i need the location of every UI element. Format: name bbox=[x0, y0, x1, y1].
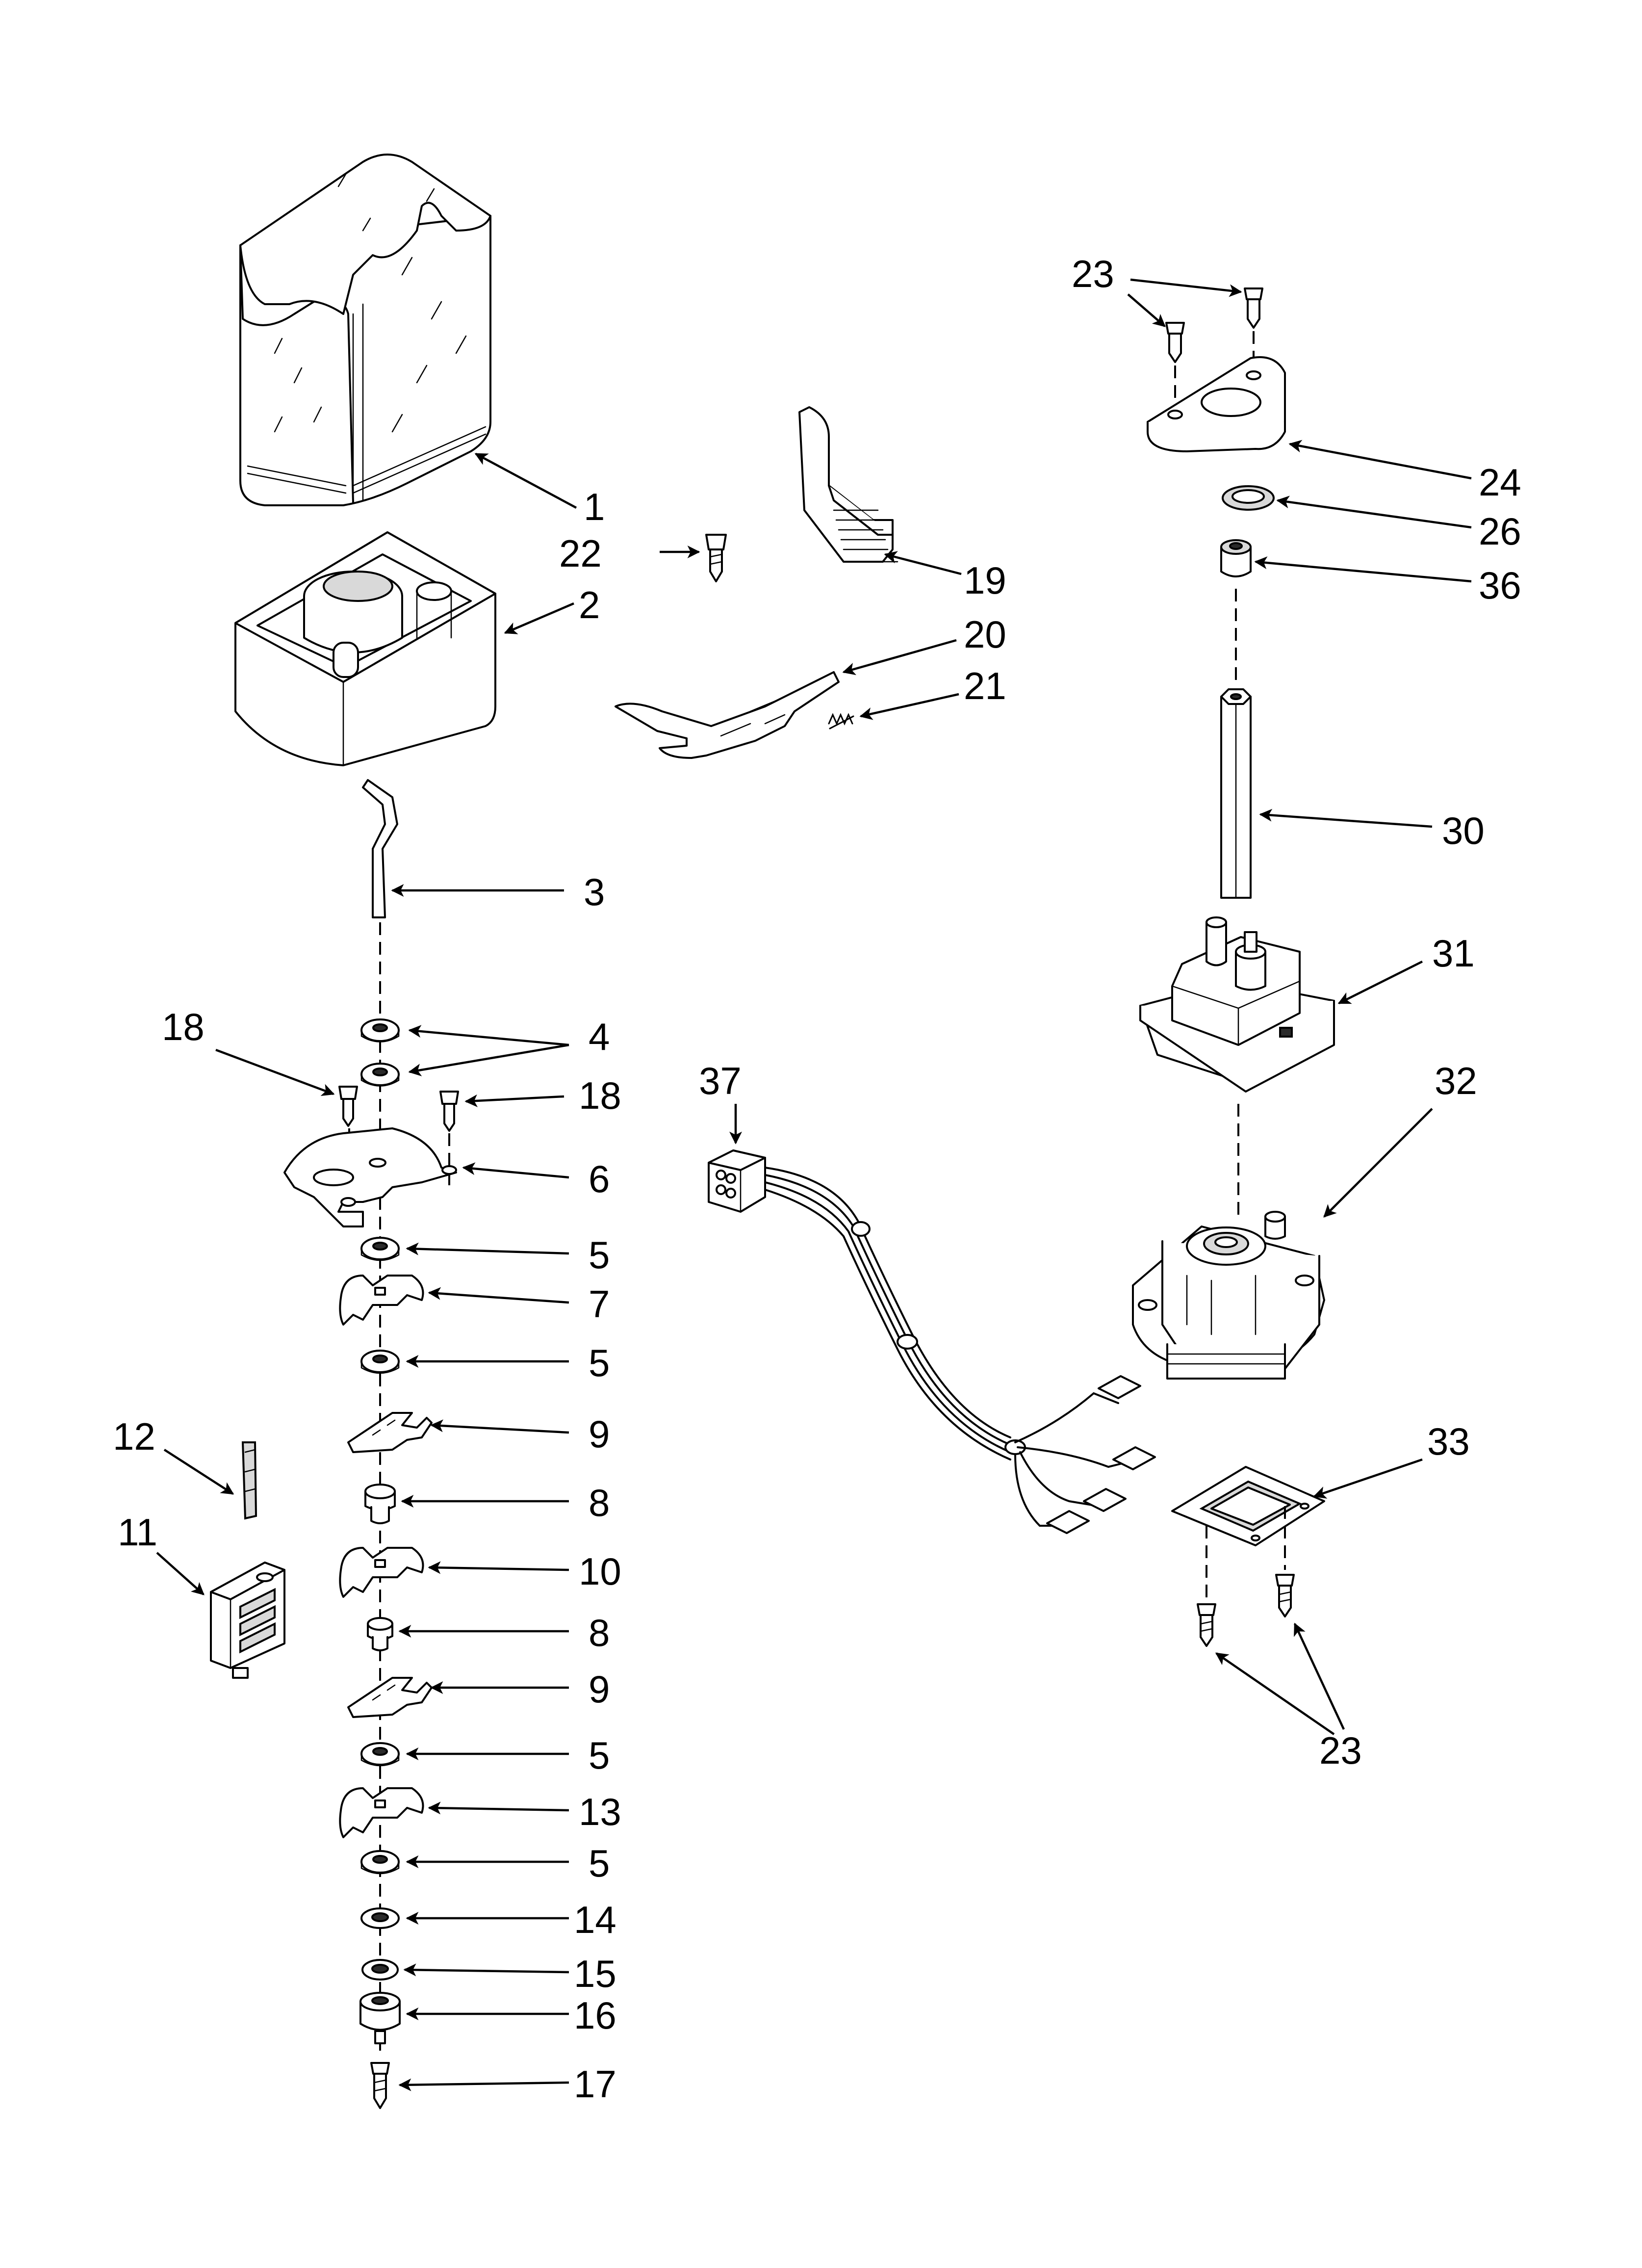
part-5-washer-a bbox=[360, 1237, 400, 1261]
part-37-wire-harness bbox=[708, 1149, 1156, 1534]
part-17-screw bbox=[370, 2062, 390, 2109]
callout-16: 16 bbox=[574, 1994, 616, 2037]
part-9-spring-plate-a bbox=[347, 1412, 433, 1453]
part-20-slide-arm bbox=[615, 671, 840, 759]
part-22-screw bbox=[705, 534, 727, 582]
part-6-mounting-plate bbox=[283, 1127, 457, 1227]
callout-15: 15 bbox=[574, 1952, 616, 1995]
part-33-gasket bbox=[1171, 1466, 1325, 1546]
callout-31: 31 bbox=[1432, 932, 1475, 975]
part-18-screw-right bbox=[439, 1091, 459, 1132]
part-30-shaft bbox=[1220, 688, 1252, 899]
part-32-motor bbox=[1132, 1211, 1325, 1380]
part-31-drive-housing bbox=[1139, 916, 1335, 1093]
part-8-bushing-b bbox=[367, 1617, 393, 1651]
part-24-bearing-plate bbox=[1147, 356, 1286, 452]
callout-33: 33 bbox=[1427, 1420, 1470, 1463]
part-26-ring bbox=[1222, 485, 1275, 511]
part-9-spring-plate-b bbox=[347, 1677, 433, 1718]
callout-3: 3 bbox=[584, 870, 605, 913]
part-2-bucket-base bbox=[234, 531, 496, 766]
callout-10: 10 bbox=[579, 1550, 621, 1593]
part-5-washer-c bbox=[360, 1742, 400, 1767]
part-7-cam bbox=[339, 1275, 424, 1326]
callout-18-right: 18 bbox=[579, 1074, 621, 1117]
part-23-screw-top-a bbox=[1165, 322, 1185, 363]
callout-22: 22 bbox=[559, 532, 602, 575]
part-5-washer-d bbox=[360, 1850, 400, 1875]
part-19-bracket bbox=[798, 406, 898, 563]
part-12-pin bbox=[241, 1441, 257, 1520]
part-13-cam bbox=[339, 1787, 424, 1838]
callout-17: 17 bbox=[574, 2062, 616, 2106]
part-14-washer bbox=[360, 1907, 400, 1929]
callout-9-a: 9 bbox=[589, 1412, 610, 1456]
callout-4: 4 bbox=[589, 1015, 610, 1058]
callout-19: 19 bbox=[964, 559, 1006, 602]
part-23-screw-bottom-b bbox=[1275, 1574, 1295, 1617]
part-10-cam bbox=[339, 1547, 424, 1598]
part-8-bushing-a bbox=[364, 1484, 396, 1524]
callout-6: 6 bbox=[589, 1157, 610, 1200]
callout-5-c: 5 bbox=[589, 1734, 610, 1777]
callout-14: 14 bbox=[574, 1898, 616, 1941]
callout-5-b: 5 bbox=[589, 1341, 610, 1384]
part-4-washers bbox=[360, 1018, 400, 1087]
part-3-auger-rod bbox=[362, 779, 398, 918]
callout-23-bottom: 23 bbox=[1319, 1729, 1362, 1772]
callout-11: 11 bbox=[118, 1511, 157, 1554]
callout-12: 12 bbox=[113, 1415, 155, 1458]
callout-30: 30 bbox=[1442, 809, 1485, 852]
part-15-washer bbox=[361, 1959, 399, 1981]
callout-8-b: 8 bbox=[589, 1611, 610, 1654]
part-21-spring bbox=[828, 713, 854, 730]
part-18-screw-left bbox=[338, 1086, 358, 1127]
callout-7: 7 bbox=[589, 1282, 610, 1326]
part-11-guide-block bbox=[210, 1562, 285, 1679]
callout-20: 20 bbox=[964, 613, 1006, 656]
callout-13: 13 bbox=[579, 1790, 621, 1833]
callout-24: 24 bbox=[1479, 461, 1521, 504]
part-23-screw-bottom-a bbox=[1197, 1603, 1216, 1647]
callout-5-a: 5 bbox=[589, 1233, 610, 1277]
callout-21: 21 bbox=[964, 664, 1006, 707]
callout-1: 1 bbox=[584, 485, 605, 528]
callout-9-b: 9 bbox=[589, 1668, 610, 1711]
part-16-spacer bbox=[359, 1992, 401, 2044]
callout-26: 26 bbox=[1479, 510, 1521, 553]
callout-18-left: 18 bbox=[162, 1005, 205, 1048]
part-1-ice-bucket bbox=[239, 154, 491, 506]
callout-8-a: 8 bbox=[589, 1481, 610, 1524]
part-23-screw-top-b bbox=[1244, 287, 1263, 329]
callout-2: 2 bbox=[579, 583, 600, 626]
callout-32: 32 bbox=[1435, 1059, 1477, 1102]
callout-23-top: 23 bbox=[1072, 252, 1114, 295]
callout-37: 37 bbox=[699, 1059, 742, 1102]
callout-5-d: 5 bbox=[589, 1842, 610, 1885]
callout-36: 36 bbox=[1479, 564, 1521, 607]
part-5-washer-b bbox=[360, 1350, 400, 1374]
part-36-bushing bbox=[1220, 539, 1252, 577]
